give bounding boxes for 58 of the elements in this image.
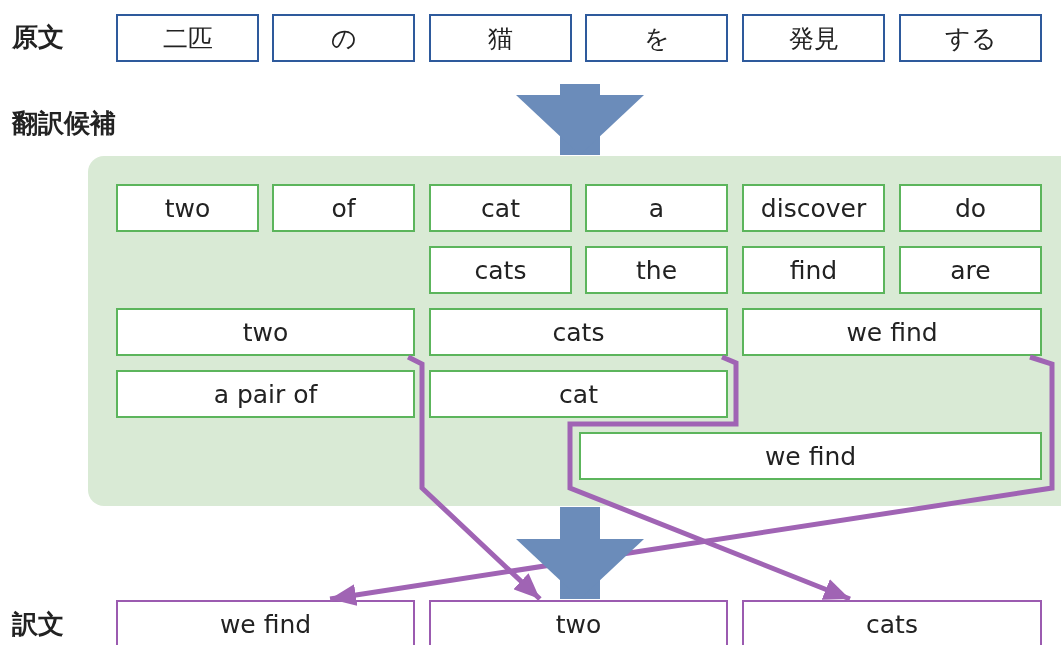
source-word-box (429, 14, 572, 62)
row-heading: 原文 (12, 21, 64, 54)
word-text: we find (764, 441, 857, 471)
word-text: we find (846, 317, 938, 347)
arrow (567, 354, 851, 602)
word-text: cat (481, 193, 520, 223)
output-phrase-box (429, 600, 728, 645)
word-text: find (789, 255, 838, 285)
word-text: する (944, 22, 997, 55)
word-text: a (648, 193, 665, 223)
candidate-phrase-box (585, 246, 728, 294)
candidate-phrase-box (742, 184, 885, 232)
candidate-phrase-box (899, 246, 1042, 294)
word-text: 猫 (488, 22, 513, 55)
word-text: of (331, 193, 356, 223)
candidate-phrase-box (429, 308, 728, 356)
candidate-phrase-box (272, 184, 415, 232)
word-text: two (242, 317, 289, 347)
word-text: the (636, 255, 677, 285)
candidate-phrase-box (429, 370, 728, 418)
candidate-phrase-box (116, 370, 415, 418)
candidate-phrase-box (742, 308, 1042, 356)
word-text: を (643, 22, 670, 55)
word-text: two (164, 193, 211, 223)
word-text: are (950, 255, 991, 285)
row-heading: 訳文 (12, 608, 64, 641)
word-text: a pair of (213, 379, 318, 409)
arrow (329, 354, 1055, 606)
section-heading: 翻訳候補 (12, 107, 116, 140)
candidate-phrase-box (116, 308, 415, 356)
candidate-phrase-box (742, 246, 885, 294)
word-text: we find (219, 609, 312, 639)
word-text: cats (866, 609, 918, 639)
word-text: cats (552, 317, 605, 347)
word-text: 発見 (788, 22, 839, 55)
candidate-phrase-box (116, 184, 259, 232)
source-word-box (116, 14, 259, 62)
candidate-phrase-box (585, 184, 728, 232)
arrow (407, 354, 542, 601)
output-phrase-box (116, 600, 415, 645)
word-text: cat (559, 379, 598, 409)
source-word-box (585, 14, 728, 62)
word-text: 二匹 (162, 22, 213, 55)
source-word-box (742, 14, 885, 62)
source-word-box (272, 14, 415, 62)
candidate-phrase-box (429, 184, 572, 232)
output-phrase-box (742, 600, 1042, 645)
word-text: discover (760, 193, 867, 223)
source-word-box (899, 14, 1042, 62)
candidate-phrase-box (429, 246, 572, 294)
word-text: の (330, 22, 357, 55)
word-text: do (954, 193, 987, 223)
candidate-phrase-box (579, 432, 1042, 480)
candidate-phrase-box (899, 184, 1042, 232)
word-text: cats (474, 255, 527, 285)
block-arrow (516, 507, 644, 599)
word-text: two (555, 609, 602, 639)
block-arrow (516, 84, 644, 155)
